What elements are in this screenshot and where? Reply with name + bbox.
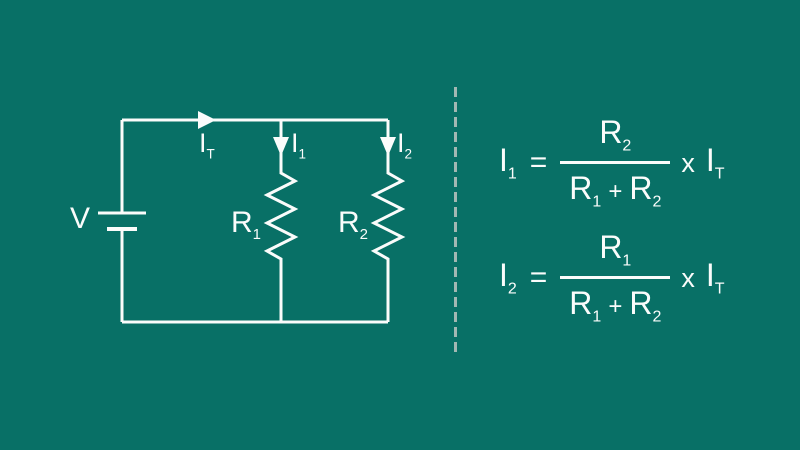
formula1-den-first: R1 <box>569 170 602 211</box>
total-current-base: I <box>199 128 207 158</box>
formula1-rhs-base: I <box>705 141 715 178</box>
current-arrow-i2 <box>380 137 396 156</box>
resistor2-base: R <box>338 206 360 239</box>
branch1-current-sub: 1 <box>298 146 307 162</box>
resistor1-label: R1 <box>231 206 262 243</box>
formula1-fraction-bar <box>560 161 671 164</box>
formula2-fraction: R1 R1 + R2 <box>560 231 671 326</box>
branch2-current-base: I <box>397 128 405 158</box>
branch1-wire-resistor-r1 <box>263 120 299 322</box>
formula1-lhs-sub: 1 <box>507 165 517 183</box>
formula1-equals-sign: = <box>529 146 548 179</box>
total-current-sub: T <box>206 146 215 162</box>
total-current-label: IT <box>199 130 215 161</box>
current-divider-formula-i2: I2 = R1 R1 + R2 x IT <box>499 231 725 326</box>
formula2-numerator-base: R <box>599 228 623 265</box>
branch2-wire-resistor-r2 <box>370 120 406 322</box>
formula2-rhs-sub: T <box>714 280 725 298</box>
branch2-current-sub: 2 <box>404 146 413 162</box>
current-arrow-it <box>198 111 216 129</box>
formula1-fraction: R2 R1 + R2 <box>560 116 671 211</box>
formula1-denominator: R1 + R2 <box>569 164 661 210</box>
formula2-den-second: R2 <box>629 285 662 326</box>
branch1-current-label: I1 <box>291 130 306 161</box>
formula1-multiplication-sign: x <box>681 147 695 178</box>
resistor2-sub: 2 <box>359 226 369 243</box>
formula2-fraction-bar <box>560 276 671 279</box>
resistor1-sub: 1 <box>252 226 262 243</box>
formula2-den-first: R1 <box>569 285 602 326</box>
formula2-lhs-base: I <box>499 256 508 293</box>
formula2-total-current: IT <box>706 259 725 297</box>
formula2-denominator: R1 + R2 <box>569 279 661 325</box>
resistor2-label: R2 <box>338 206 369 243</box>
current-divider-formula-i1: I1 = R2 R1 + R2 x IT <box>499 116 725 211</box>
formula2-plus-sign: + <box>608 293 623 320</box>
branch1-current-base: I <box>291 128 299 158</box>
formula2-rhs-base: I <box>705 256 715 293</box>
formula1-rhs-sub: T <box>714 165 725 183</box>
formula2-lhs-sub: 2 <box>507 280 517 298</box>
current-arrow-i1 <box>273 137 289 156</box>
formula1-den-second: R2 <box>629 170 662 211</box>
formula1-lhs: I1 <box>499 144 517 182</box>
branch2-current-label: I2 <box>397 130 412 161</box>
formula2-lhs: I2 <box>499 259 517 297</box>
formula2-numerator-sub: 1 <box>622 252 632 269</box>
formula1-numerator-base: R <box>599 113 623 150</box>
resistor1-base: R <box>231 206 253 239</box>
formula1-numerator-sub: 2 <box>622 137 632 154</box>
formula2-equals-sign: = <box>529 261 548 294</box>
formula1-plus-sign: + <box>608 178 623 205</box>
battery-voltage-label: V <box>70 204 90 234</box>
section-divider <box>454 87 457 352</box>
voltage-letter: V <box>70 202 91 235</box>
formula2-numerator: R1 <box>599 231 631 276</box>
formula1-total-current: IT <box>706 144 725 182</box>
formula1-numerator: R2 <box>599 116 631 161</box>
formula1-lhs-base: I <box>499 141 508 178</box>
formula2-multiplication-sign: x <box>681 262 695 293</box>
